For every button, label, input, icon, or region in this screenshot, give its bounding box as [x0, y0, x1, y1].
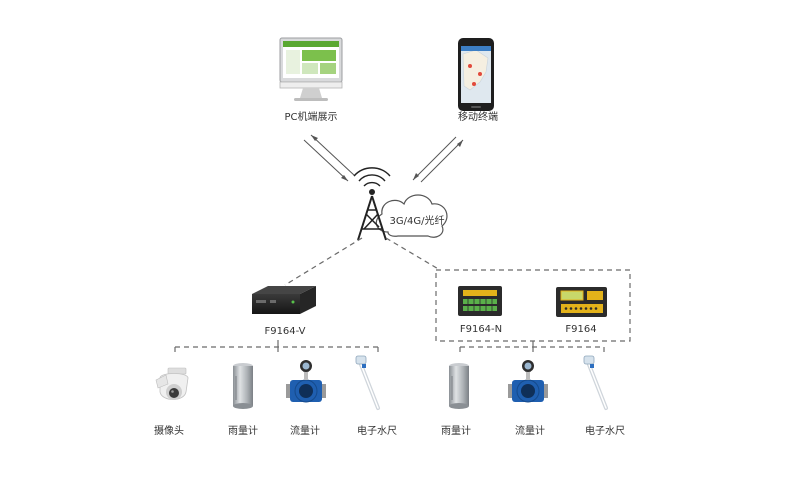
f9164-device-icon: [556, 287, 607, 317]
right-distribution-bus: [459, 341, 605, 356]
flow-meter-icon: [286, 360, 326, 403]
cloud-icon: [375, 194, 448, 238]
water-level-gauge-icon: [355, 355, 380, 410]
rain-gauge-icon: [449, 363, 469, 409]
mobile-label: 移动终端: [458, 110, 498, 123]
tower-to-f9164v-link: [284, 237, 363, 286]
mobile-phone-icon: [458, 38, 494, 111]
right-sensor-1-label: 雨量计: [441, 424, 471, 437]
pc-monitor-icon: [279, 37, 343, 101]
network-label: 3G/4G/光纤: [390, 214, 445, 227]
left-sensor-2-label: 雨量计: [228, 424, 258, 437]
right-sensor-2-label: 流量计: [515, 424, 545, 437]
f9164n-device-icon: [458, 286, 502, 316]
left-distribution-bus: [174, 340, 379, 356]
f9164n-label: F9164-N: [460, 324, 502, 335]
right-sensor-3-label: 电子水尺: [585, 424, 625, 437]
rain-gauge-icon: [233, 363, 253, 409]
signal-tower-icon: [353, 167, 391, 241]
pc-label: PC机端展示: [284, 110, 337, 123]
left-sensor-1-label: 摄像头: [154, 424, 184, 437]
f9164v-device-icon: [252, 286, 316, 314]
tower-to-right-group-link: [385, 237, 441, 271]
camera-icon: [155, 367, 189, 400]
pc-link-arrows: [303, 134, 356, 182]
left-sensor-4-label: 电子水尺: [357, 424, 397, 437]
left-sensor-3-label: 流量计: [290, 424, 320, 437]
f9164-label: F9164: [565, 324, 596, 335]
f9164v-label: F9164-V: [264, 326, 305, 337]
water-level-gauge-icon: [583, 355, 608, 410]
mobile-link-arrows: [412, 136, 464, 183]
flow-meter-icon: [508, 360, 548, 403]
